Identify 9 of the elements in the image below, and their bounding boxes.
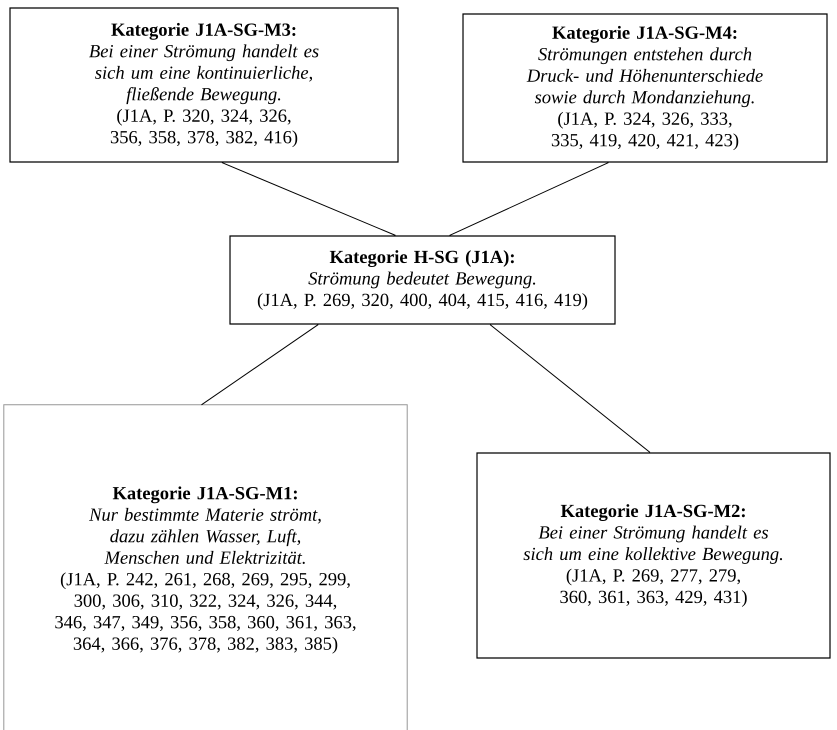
connector-line — [490, 324, 650, 453]
connector-line — [200, 324, 319, 406]
main-category-box: Kategorie H-SG (J1A): Strömung bedeutet Bewegung. (J1A, P. 269, 320, 400, 404, 415, 416, 419) — [229, 235, 616, 325]
connector-line — [221, 162, 396, 236]
category-box: Kategorie J1A-SG-M4: Strömungen entstehen durch Druck- und Höhenunterschiede sowie durch Mondanziehung. (J1A, P. 324, 326, 333, 335, 419, 420, 421, 423) — [462, 13, 828, 163]
category-box: Kategorie J1A-SG-M2: Bei einer Strömung handelt es sich um eine kollektive Bewegung. (J1A, P. 269, 277, 279, 360, 361, 363, 429, 431) — [476, 452, 831, 659]
category-box: Kategorie J1A-SG-M3: Bei einer Strömung handelt es sich um eine kontinuierliche, fließende Bewegung. (J1A, P. 320, 324, 326, 356, 358, 378, 382, 416) — [9, 7, 399, 163]
connector-line — [449, 162, 609, 236]
category-box: Kategorie J1A-SG-M1: Nur bestimmte Materie strömt, dazu zählen Wasser, Luft, Menschen und Elektrizität. (J1A, P. 242, 261, 268, 269, 295, 299, 300, 306, 310, 322, 324, 326, 344, 346, 347, 349, 356, 358, 360, 361, 363, 364, 366, 376, 378, 382, 383, 385) — [3, 404, 408, 730]
